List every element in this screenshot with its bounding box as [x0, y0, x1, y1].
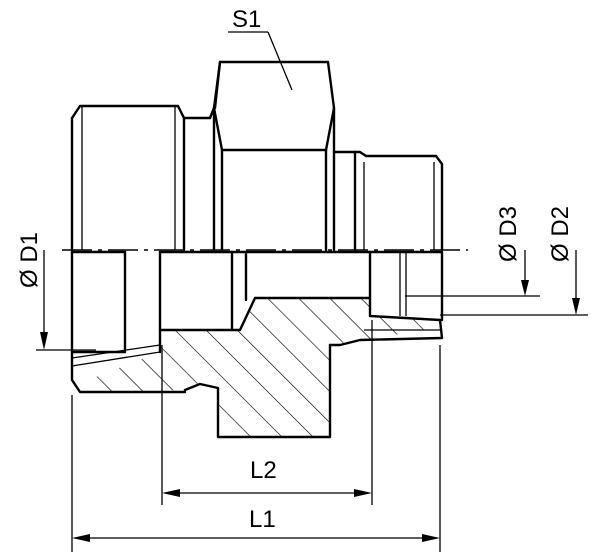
inner-bore	[158, 250, 372, 332]
section-hatch	[88, 298, 440, 437]
d1-label: Ø D1	[16, 232, 43, 288]
d2-dimension	[440, 250, 588, 316]
l2-dimension	[161, 320, 373, 505]
l2-label: L2	[250, 457, 277, 484]
left-thread-body	[70, 104, 187, 394]
right-thread-stub	[328, 150, 444, 347]
l1-dimension	[71, 345, 441, 552]
d2-label: Ø D2	[547, 206, 574, 262]
d3-label: Ø D3	[495, 206, 522, 262]
d3-dimension	[405, 250, 540, 297]
s1-label: S1	[232, 6, 261, 33]
d1-dimension	[36, 250, 96, 351]
hex-nut	[182, 60, 357, 439]
s1-leader	[228, 31, 293, 91]
l1-label: L1	[249, 506, 276, 533]
